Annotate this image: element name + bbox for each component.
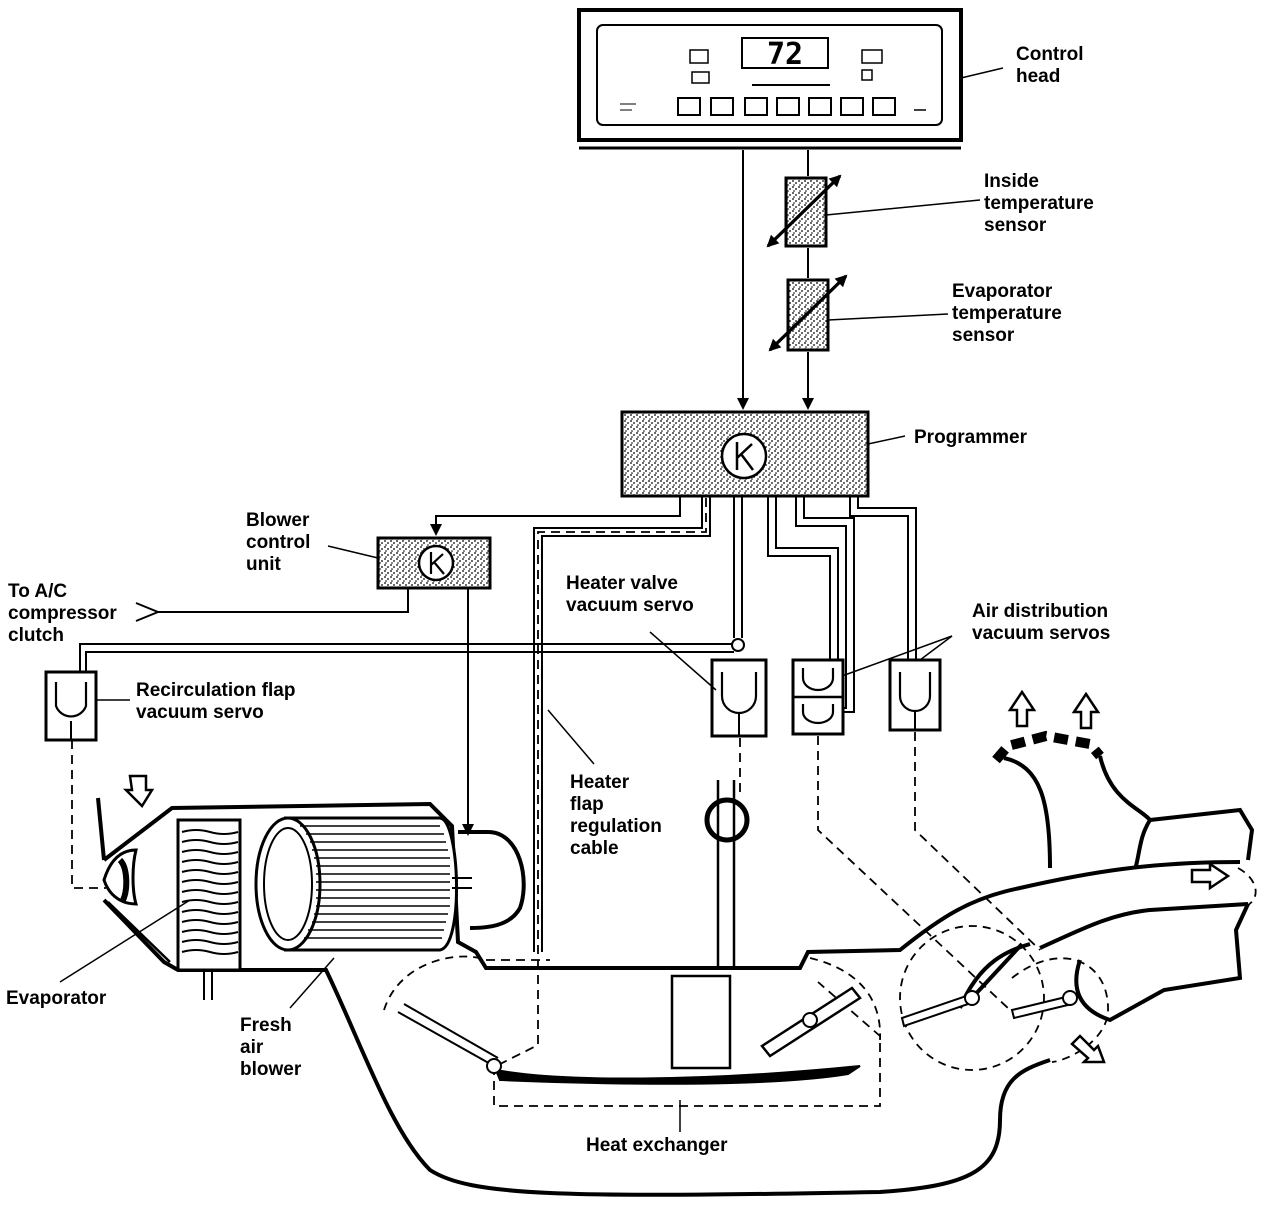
control-head: 72 — [577, 8, 963, 150]
heater-valve — [704, 780, 750, 968]
hollow-arrow-icon — [1190, 861, 1231, 891]
hollow-arrow-icon — [1071, 691, 1101, 730]
control-button[interactable] — [872, 97, 896, 116]
recirculation-flap — [102, 848, 171, 963]
label-evaporator-temperature-sensor: Evaporator temperature sensor — [952, 281, 1062, 346]
evaporator-temperature-sensor — [768, 274, 848, 352]
mode-indicator-left — [689, 49, 709, 64]
servo-linkages — [71, 732, 1041, 1107]
air-distribution-vacuum-servo-dual — [791, 658, 845, 736]
programmer-to-blower-wire — [430, 496, 681, 536]
bypass-flap — [760, 986, 862, 1058]
heat-exchanger — [494, 974, 861, 1085]
hollow-arrow-icon — [1070, 1034, 1106, 1064]
defroster-outlet — [992, 730, 1104, 764]
fresh-air-blower — [254, 816, 472, 952]
label-fresh-air-blower: Fresh air blower — [240, 1015, 302, 1080]
mode-indicator-left-2 — [691, 71, 710, 84]
label-blower-control-unit: Blower control unit — [246, 510, 311, 575]
vacuum-servo-icon — [801, 668, 835, 692]
label-ac-compressor-clutch: To A/C compressor clutch — [8, 581, 117, 646]
leader-blower-control — [327, 545, 379, 559]
leader-programmer — [867, 435, 906, 445]
distribution-flap-2 — [1010, 990, 1078, 1020]
hollow-arrow-icon — [122, 774, 155, 808]
evaporator — [176, 818, 242, 1000]
control-head-buttons — [677, 97, 896, 116]
air-distribution-housing — [96, 755, 1255, 1197]
control-button[interactable] — [808, 97, 832, 116]
vacuum-servo-icon — [898, 672, 932, 713]
heater-flap-regulation-cable — [495, 498, 707, 1067]
temperature-display — [741, 37, 829, 69]
heater-valve-vacuum-servo — [710, 658, 768, 738]
label-heater-valve-vacuum-servo: Heater valve vacuum servo — [566, 573, 694, 616]
leader-evaporator-sensor — [827, 313, 949, 321]
control-button[interactable] — [840, 97, 864, 116]
label-heater-flap-regulation-cable: Heater flap regulation cable — [570, 772, 662, 859]
vacuum-servo-icon — [54, 682, 88, 718]
vacuum-servo-icon — [801, 704, 835, 725]
mode-indicator-right-2 — [861, 69, 873, 81]
flap-sweep-paths — [383, 867, 1257, 1071]
control-button[interactable] — [710, 97, 734, 116]
leader-fresh-air-blower — [289, 957, 335, 1009]
control-button[interactable] — [744, 97, 768, 116]
hollow-arrow-icon — [1007, 689, 1037, 728]
mode-indicator-right — [861, 49, 883, 64]
distribution-flap-1 — [900, 942, 1024, 1028]
control-button[interactable] — [776, 97, 800, 116]
thermistor-icon — [768, 274, 848, 352]
leader-control-head — [960, 67, 1004, 79]
leader-air-dist-servo-2 — [919, 635, 953, 661]
control-button[interactable] — [677, 97, 701, 116]
label-evaporator: Evaporator — [6, 988, 107, 1009]
label-inside-temperature-sensor: Inside temperature sensor — [984, 171, 1094, 236]
programmer — [620, 410, 870, 498]
recirculation-flap-vacuum-servo — [44, 670, 98, 742]
thermistor-icon — [766, 174, 842, 248]
leader-heater-flap-cable — [547, 709, 595, 765]
blower-control-unit — [376, 536, 492, 590]
label-heat-exchanger: Heat exchanger — [586, 1135, 728, 1156]
label-recirculation-flap-vacuum-servo: Recirculation flap vacuum servo — [136, 680, 296, 723]
leader-air-dist-servo-1 — [841, 635, 953, 677]
inside-temperature-sensor — [766, 174, 842, 248]
leader-heater-valve-servo — [649, 631, 717, 691]
leader-evaporator — [59, 899, 191, 983]
label-air-distribution-vacuum-servos: Air distribution vacuum servos — [972, 601, 1111, 644]
hose-junction — [731, 638, 745, 652]
leader-inside-sensor — [825, 199, 981, 216]
ac-clutch-signal — [158, 588, 409, 612]
airflow-arrows — [122, 689, 1231, 1064]
vacuum-hoses — [79, 496, 917, 952]
label-programmer: Programmer — [914, 427, 1027, 448]
label-control-head: Control head — [1016, 44, 1084, 87]
temperature-readout: 72 — [767, 37, 803, 72]
heater-flap — [397, 1003, 502, 1074]
air-distribution-vacuum-servo — [888, 658, 942, 732]
